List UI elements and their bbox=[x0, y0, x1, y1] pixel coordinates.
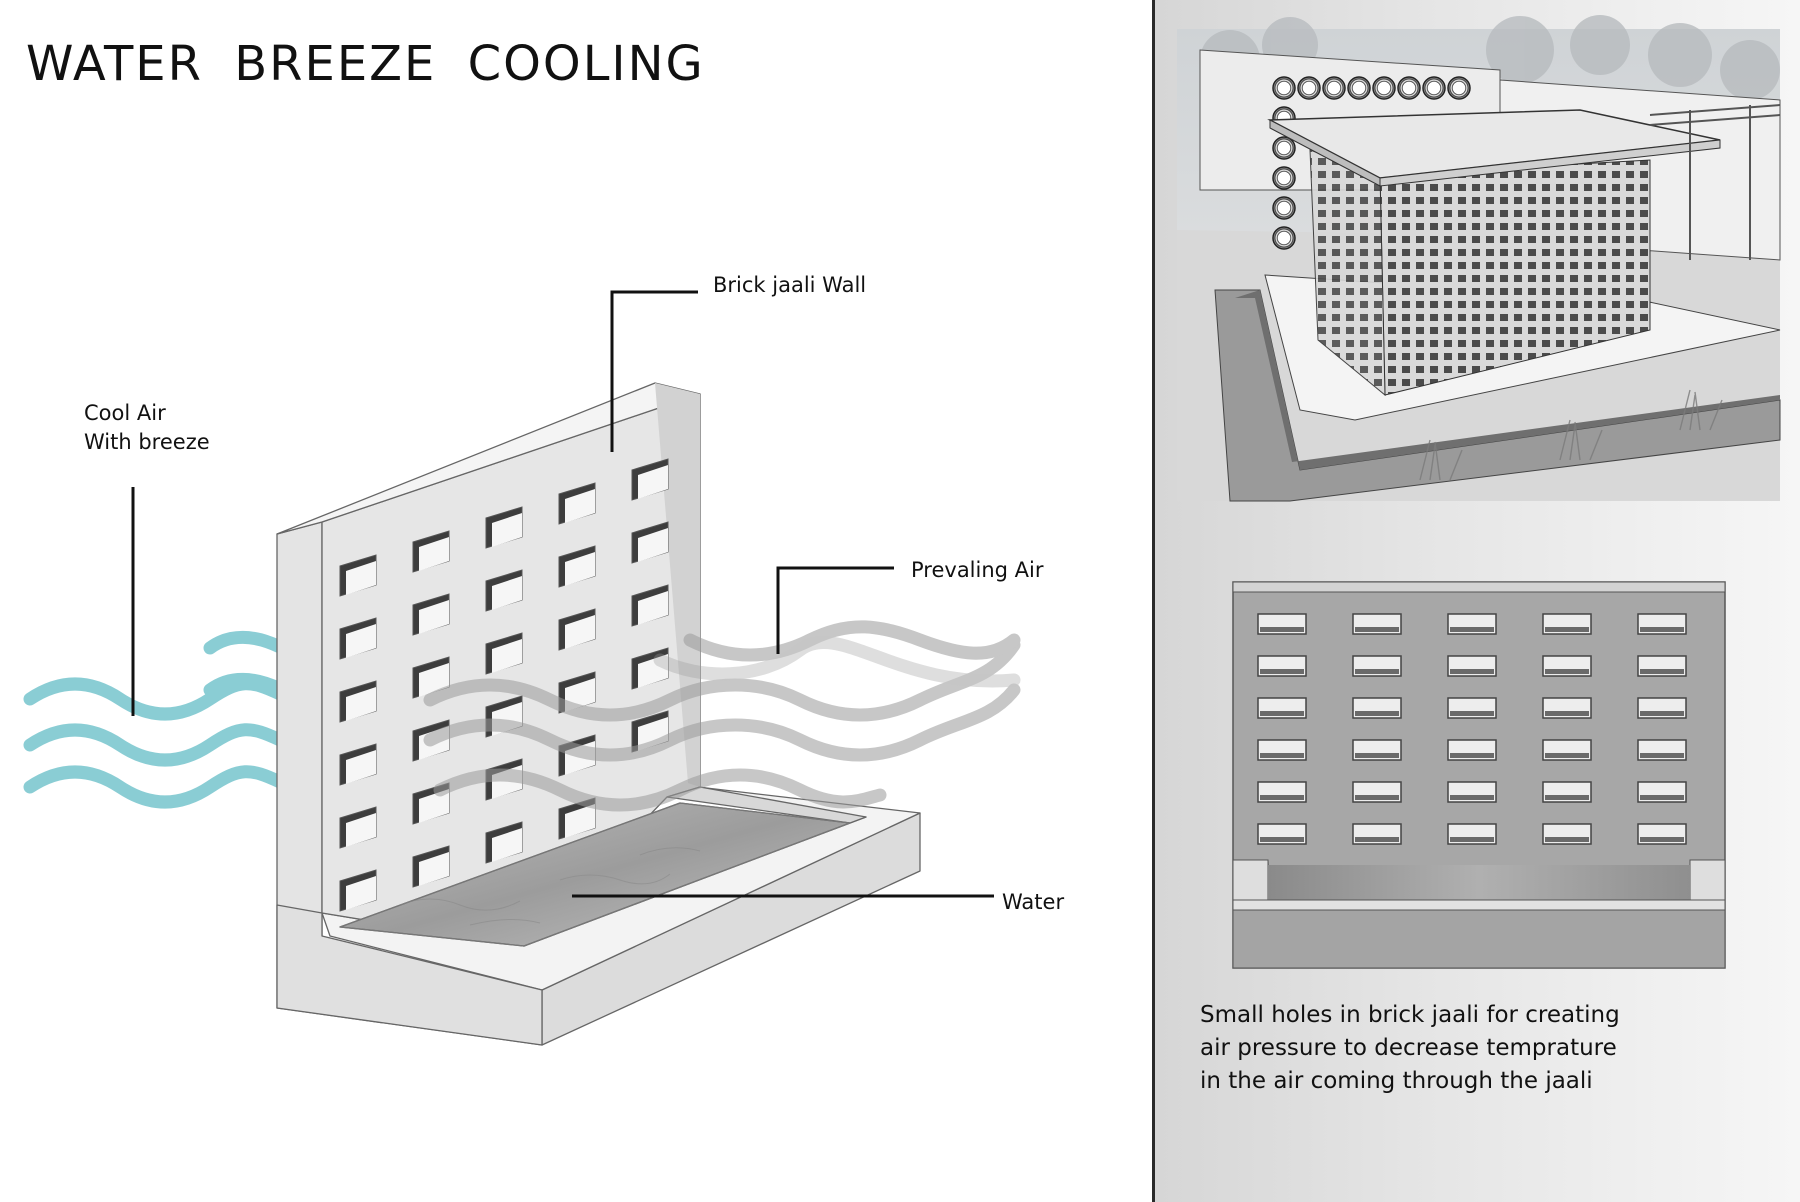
prevailing-air-wave-4 bbox=[683, 620, 1021, 662]
cool-air-wave-3 bbox=[23, 765, 287, 809]
water-texture bbox=[399, 847, 701, 926]
elevation-hole bbox=[1352, 823, 1402, 845]
diagram-title: WATER BREEZE COOLING bbox=[26, 36, 705, 92]
jaali-elevation bbox=[1232, 581, 1726, 969]
elevation-hole bbox=[1257, 781, 1307, 803]
jaali-hole bbox=[631, 521, 669, 564]
leader-brick-wall bbox=[610, 290, 698, 452]
elevation-hole bbox=[1352, 781, 1402, 803]
building-render bbox=[1177, 15, 1781, 502]
jaali-hole bbox=[485, 632, 523, 675]
jaali-hole bbox=[558, 482, 596, 525]
elevation-hole bbox=[1447, 739, 1497, 761]
jaali-hole bbox=[412, 530, 450, 573]
elevation-hole bbox=[1542, 697, 1592, 719]
cool-air-waves bbox=[23, 630, 287, 809]
elevation-hole bbox=[1447, 697, 1497, 719]
basin-left-face bbox=[276, 904, 543, 1046]
jaali-hole bbox=[558, 797, 596, 840]
elevation-hole bbox=[1637, 739, 1687, 761]
prevailing-air-wave-1 bbox=[423, 638, 1021, 722]
label-prevailing-air: Prevaling Air bbox=[911, 558, 1044, 582]
prevailing-air-wave-3 bbox=[433, 768, 887, 812]
circular-opening bbox=[1422, 76, 1446, 100]
cool-air-wave-2 bbox=[23, 723, 287, 767]
elevation-hole bbox=[1257, 613, 1307, 635]
elevation-hole bbox=[1637, 781, 1687, 803]
circular-opening bbox=[1272, 136, 1296, 160]
circular-opening bbox=[1447, 76, 1471, 100]
circular-opening bbox=[1272, 166, 1296, 190]
elevation-hole bbox=[1352, 739, 1402, 761]
elevation-hole bbox=[1542, 823, 1592, 845]
elevation-hole bbox=[1637, 613, 1687, 635]
jaali-hole bbox=[485, 569, 523, 612]
jaali-hole bbox=[412, 593, 450, 636]
prevailing-air-waves bbox=[423, 620, 1021, 812]
elevation-hole bbox=[1447, 613, 1497, 635]
elevation-hole bbox=[1637, 655, 1687, 677]
caption-line-3: in the air coming through the jaali bbox=[1200, 1068, 1593, 1094]
elevation-hole bbox=[1447, 655, 1497, 677]
jaali-hole bbox=[631, 458, 669, 501]
elevation-hole bbox=[1352, 613, 1402, 635]
label-water: Water bbox=[1002, 890, 1065, 914]
cool-air-wave-5 bbox=[203, 672, 287, 697]
jaali-hole bbox=[631, 584, 669, 627]
elevation-hole bbox=[1257, 739, 1307, 761]
jaali-hole bbox=[485, 506, 523, 549]
label-cool-air-line1: Cool Air bbox=[84, 401, 166, 425]
jaali-hole bbox=[339, 743, 377, 786]
elevation-caption: Small holes in brick jaali for creating … bbox=[1200, 999, 1760, 1098]
elevation-hole bbox=[1447, 823, 1497, 845]
caption-line-2: air pressure to decrease temprature bbox=[1200, 1035, 1617, 1061]
jaali-hole bbox=[558, 545, 596, 588]
elevation-hole bbox=[1352, 697, 1402, 719]
cool-air-wave-4 bbox=[203, 630, 287, 655]
panel-divider bbox=[1152, 0, 1155, 1202]
label-cool-air-line2: With breeze bbox=[84, 430, 210, 454]
circular-opening bbox=[1297, 76, 1321, 100]
jaali-hole bbox=[558, 608, 596, 651]
elevation-holes bbox=[1257, 613, 1687, 845]
jaali-hole bbox=[339, 617, 377, 660]
circular-opening bbox=[1272, 196, 1296, 220]
cool-air-wave-1 bbox=[23, 677, 287, 721]
label-cool-air: Cool Air With breeze bbox=[84, 399, 210, 457]
caption-line-1: Small holes in brick jaali for creating bbox=[1200, 1002, 1620, 1028]
circular-opening bbox=[1272, 226, 1296, 250]
elevation-hole bbox=[1637, 697, 1687, 719]
circular-opening bbox=[1397, 76, 1421, 100]
elevation-hole bbox=[1257, 823, 1307, 845]
elevation-hole bbox=[1542, 613, 1592, 635]
label-brick-jaali-wall: Brick jaali Wall bbox=[713, 273, 867, 297]
elevation-hole bbox=[1542, 739, 1592, 761]
elevation-water bbox=[1268, 865, 1690, 900]
jaali-hole bbox=[412, 845, 450, 888]
jaali-hole bbox=[339, 869, 377, 912]
circular-opening bbox=[1272, 76, 1296, 100]
jaali-hole bbox=[339, 680, 377, 723]
elevation-hole bbox=[1257, 697, 1307, 719]
prevailing-air-wave-5 bbox=[653, 635, 1021, 688]
elevation-cap bbox=[1232, 581, 1726, 593]
leader-lines bbox=[131, 290, 994, 898]
prevailing-air-wave-2 bbox=[423, 683, 1021, 762]
elevation-hole bbox=[1257, 655, 1307, 677]
jaali-hole bbox=[339, 806, 377, 849]
elevation-hole bbox=[1447, 781, 1497, 803]
jaali-hole bbox=[631, 647, 669, 690]
elevation-hole bbox=[1637, 823, 1687, 845]
circular-opening bbox=[1372, 76, 1396, 100]
elevation-hole bbox=[1542, 655, 1592, 677]
circular-opening bbox=[1322, 76, 1346, 100]
jaali-hole bbox=[485, 821, 523, 864]
jaali-hole bbox=[339, 554, 377, 597]
circular-opening bbox=[1347, 76, 1371, 100]
leader-prevailing-air bbox=[776, 566, 894, 654]
elevation-hole bbox=[1542, 781, 1592, 803]
elevation-hole bbox=[1352, 655, 1402, 677]
